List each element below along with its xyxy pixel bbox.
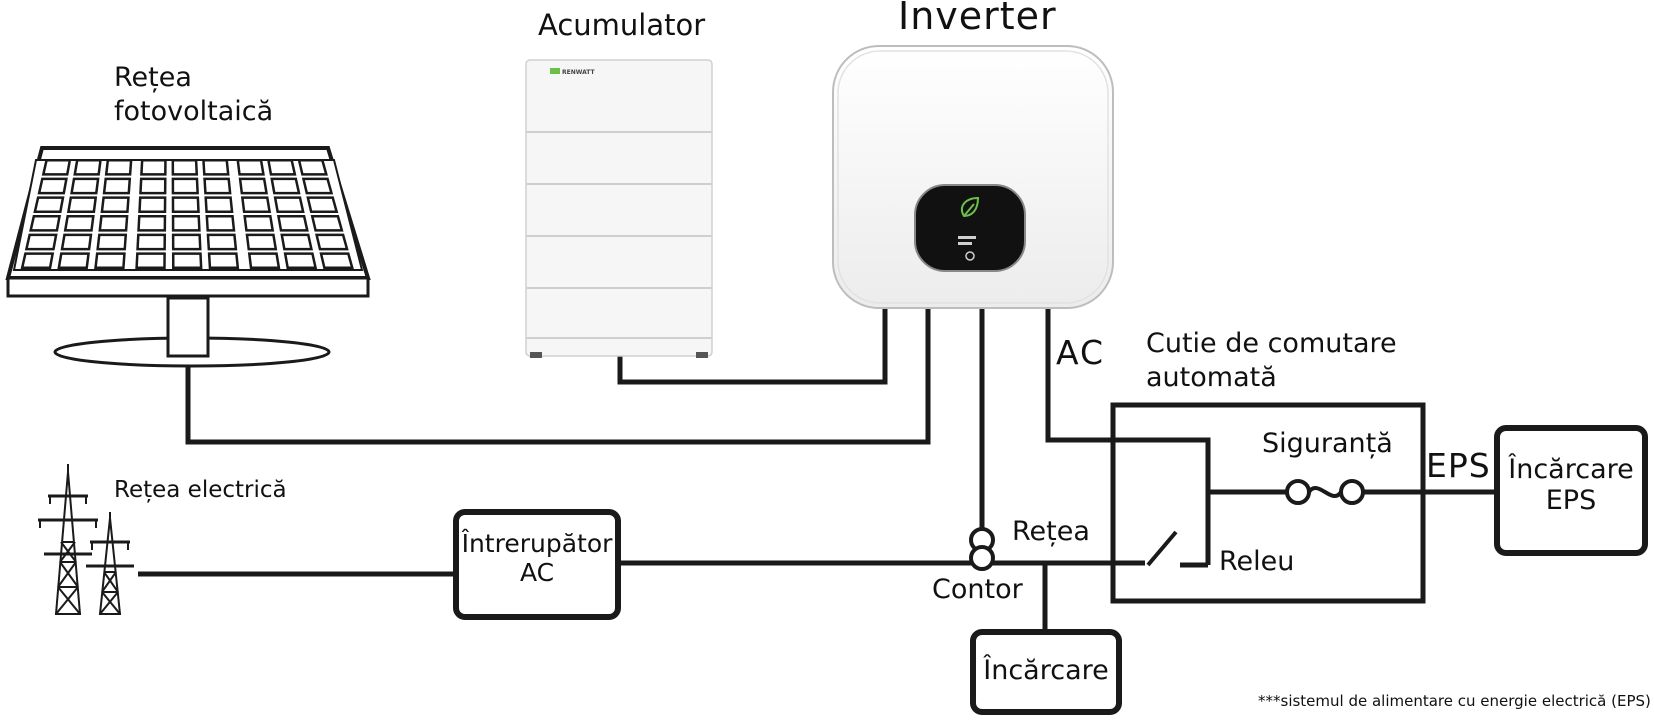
solar-cell <box>57 252 90 270</box>
solar-cell <box>136 233 167 251</box>
ats-label-line1: Cutie de comutare <box>1146 328 1397 359</box>
solar-cell <box>236 158 265 176</box>
solar-cell <box>140 158 167 176</box>
solar-cell <box>240 196 272 214</box>
inverter-icon <box>832 45 1114 309</box>
ac-breaker-label: Întrerupător AC <box>456 529 618 588</box>
solar-cell <box>238 177 268 195</box>
ac-breaker-box <box>453 509 621 620</box>
solar-cell <box>283 252 318 270</box>
solar-cell <box>66 196 98 214</box>
relay-switch <box>1146 530 1178 567</box>
load-label: Încărcare <box>983 655 1109 686</box>
solar-cell <box>135 252 166 270</box>
pv-label-line2: fotovoltaică <box>114 96 274 127</box>
eps-label: EPS <box>1426 446 1491 485</box>
solar-cell <box>204 196 234 214</box>
solar-cell <box>301 177 334 195</box>
solar-cell <box>273 196 305 214</box>
solar-cell <box>243 214 275 232</box>
eps-load-label-line1: Încărcare <box>1508 454 1634 485</box>
solar-cell <box>98 214 129 232</box>
meter-label: Contor <box>932 574 1023 605</box>
solar-cell <box>247 252 281 270</box>
solar-cell <box>138 196 167 214</box>
battery-wire <box>617 308 888 385</box>
solar-cell <box>60 233 93 251</box>
ac-label: AC <box>1056 333 1106 372</box>
solar-panel-icon <box>5 146 371 368</box>
inverter-label: Inverter <box>898 0 1057 38</box>
load-box <box>970 629 1122 715</box>
solar-cell <box>100 196 130 214</box>
solar-cell <box>206 233 238 251</box>
solar-cell <box>171 158 199 176</box>
solar-cell <box>41 158 72 176</box>
solar-cell <box>102 177 132 195</box>
grid-line-label: Rețea <box>1012 516 1090 547</box>
solar-cell <box>280 233 313 251</box>
solar-cell <box>63 214 95 232</box>
solar-cell <box>139 177 167 195</box>
ac-breaker-label-line2: AC <box>519 557 555 587</box>
fuse-label: Siguranță <box>1262 428 1393 459</box>
solar-cell <box>171 233 202 251</box>
pv-wire <box>185 308 931 445</box>
solar-cell <box>319 252 354 270</box>
solar-cell <box>297 158 328 176</box>
ac-breaker-label-line1: Întrerupător <box>461 529 613 558</box>
battery-icon: RENWATT <box>525 59 713 358</box>
solar-cell <box>306 196 339 214</box>
solar-cell <box>270 177 301 195</box>
grid-label: Rețea electrică <box>114 477 287 503</box>
solar-cell <box>266 158 297 176</box>
pv-label-line1: Rețea <box>114 62 192 93</box>
eps-load-label-line2: EPS <box>1545 485 1597 517</box>
eps-load-label: Încărcare EPS <box>1497 454 1645 516</box>
solar-cell <box>310 214 344 232</box>
solar-cell <box>202 158 230 176</box>
solar-cell <box>276 214 309 232</box>
solar-cell <box>24 233 58 251</box>
solar-cell <box>315 233 349 251</box>
footnote: ***sistemul de alimentare cu energie ele… <box>1258 692 1651 710</box>
solar-cell <box>203 177 232 195</box>
meter-icon <box>969 527 995 571</box>
power-tower-icon <box>38 464 134 615</box>
ats-label-line2: automată <box>1146 362 1277 393</box>
solar-cell <box>104 158 133 176</box>
solar-cell <box>96 233 128 251</box>
solar-cell <box>207 252 240 270</box>
solar-cell <box>245 233 278 251</box>
wiring <box>138 308 1497 632</box>
battery-brand: RENWATT <box>562 69 595 76</box>
ac-wire <box>1045 308 1211 492</box>
solar-cell <box>137 214 167 232</box>
battery-label: Acumulator <box>538 8 706 42</box>
solar-cell <box>171 214 201 232</box>
fuse-icon <box>1285 479 1365 505</box>
leaf-icon <box>960 196 980 218</box>
solar-cell <box>171 252 203 270</box>
solar-cell <box>37 177 68 195</box>
ats-box <box>1110 402 1426 604</box>
solar-cell <box>73 158 102 176</box>
eps-load-box <box>1494 425 1648 556</box>
solar-cell <box>70 177 100 195</box>
solar-cell <box>205 214 236 232</box>
solar-cell <box>171 196 200 214</box>
relay-label: Releu <box>1219 546 1295 577</box>
solar-cell <box>94 252 126 270</box>
solar-cell <box>20 252 55 270</box>
solar-cell <box>171 177 199 195</box>
solar-cell <box>29 214 62 232</box>
solar-cell <box>33 196 65 214</box>
